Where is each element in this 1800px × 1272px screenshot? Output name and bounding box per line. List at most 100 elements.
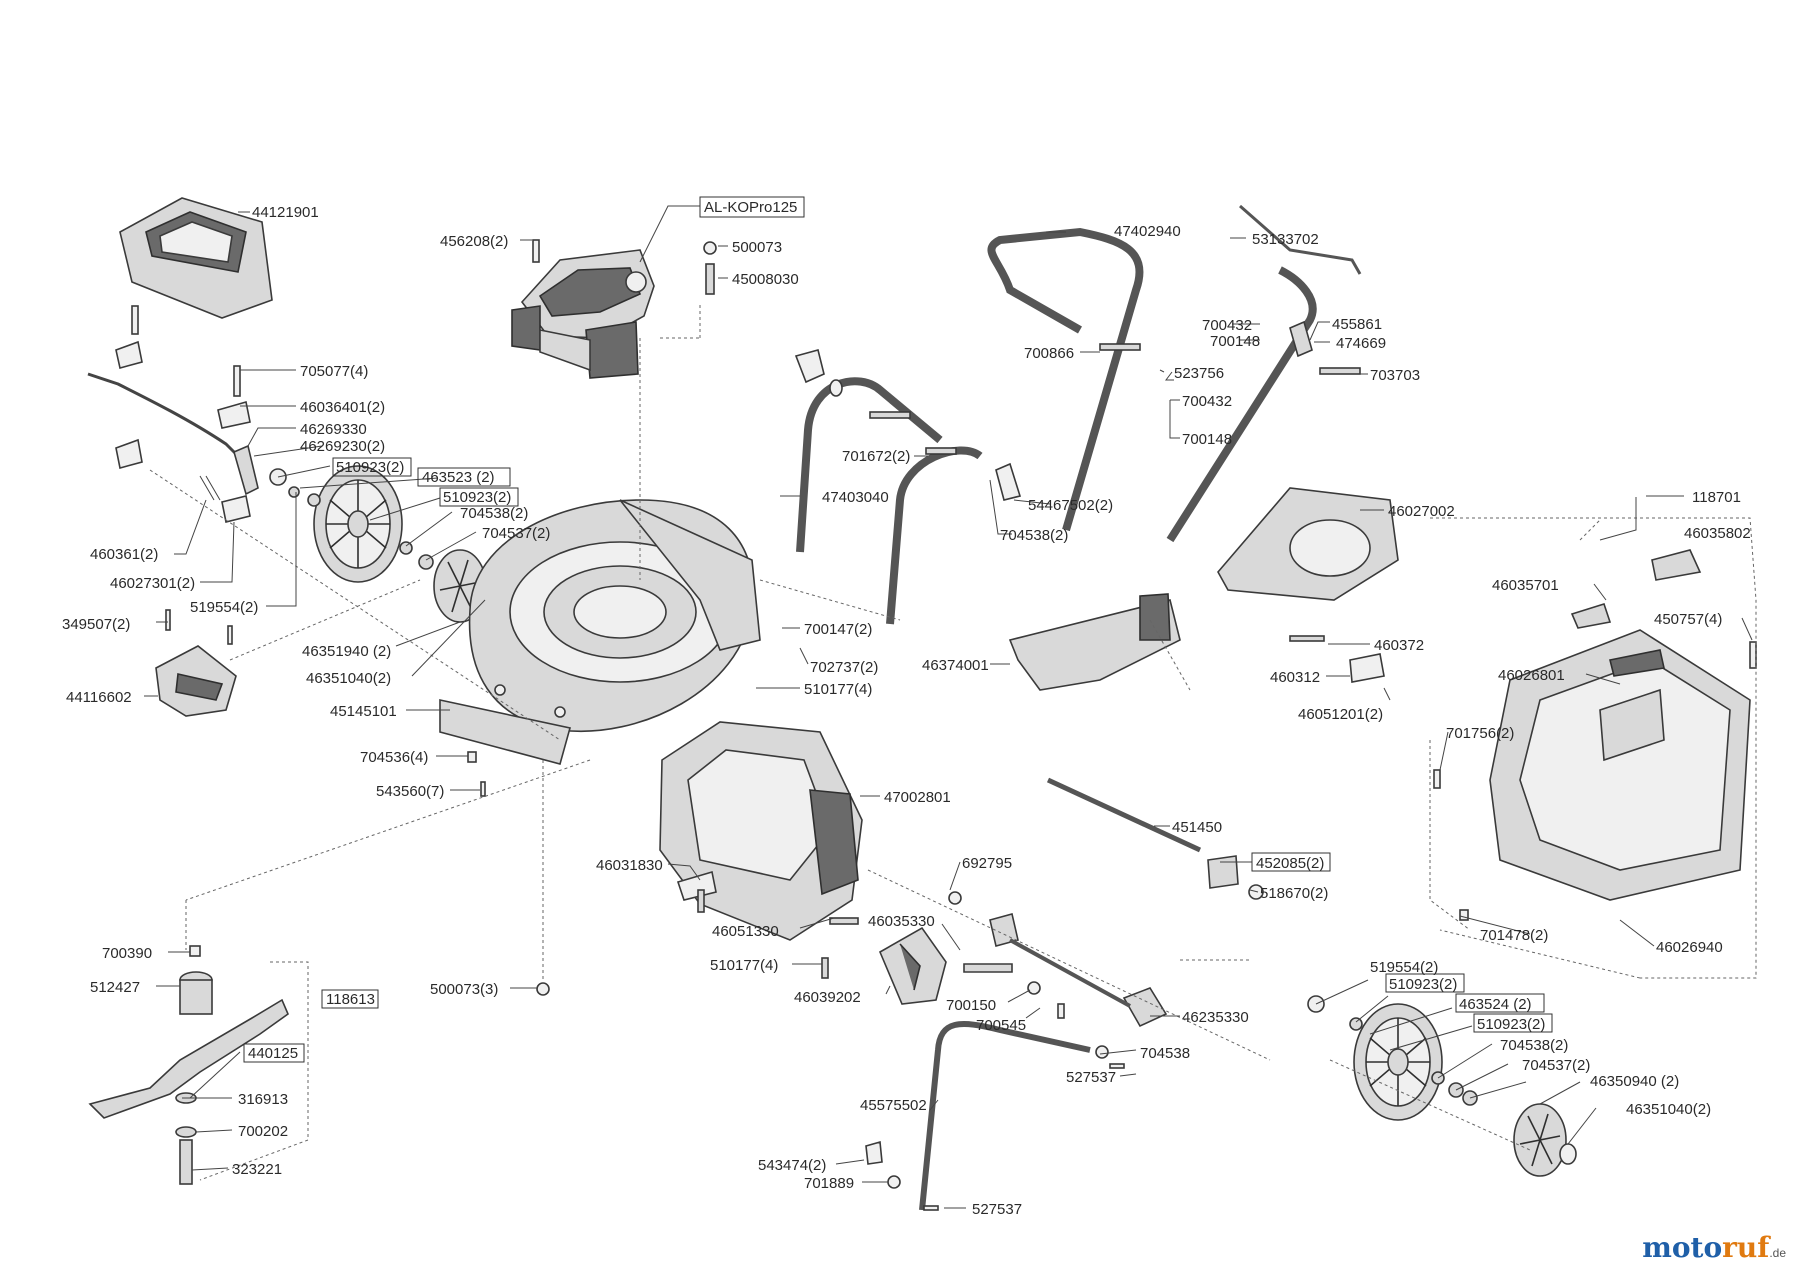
label-700147: 700147(2) [804, 621, 872, 638]
label-510923c: 510923(2) [1389, 976, 1457, 993]
label-118613: 118613 [326, 991, 375, 1008]
control-cable-part [87, 372, 259, 501]
dashed-guides [149, 304, 1757, 1181]
label-701889: 701889 [804, 1175, 854, 1192]
label-47002801: 47002801 [884, 789, 951, 806]
label-46351940a: 46351940 (2) [302, 643, 391, 660]
label-46351040b: 46351040(2) [1626, 1101, 1711, 1118]
label-316913: 316913 [238, 1091, 288, 1108]
label-692795: 692795 [962, 855, 1012, 872]
watermark-main: moto [1642, 1231, 1723, 1264]
label-450757: 450757(4) [1654, 611, 1722, 628]
label-46351040a: 46351040(2) [306, 670, 391, 687]
top-cover-part [119, 197, 273, 319]
label-323221: 323221 [232, 1161, 282, 1178]
leader-lines [144, 205, 1753, 1209]
label-700432b: 700432 [1182, 393, 1232, 410]
label-46269330: 46269330 [300, 421, 367, 438]
label-500073a: 500073 [732, 239, 782, 256]
label-543560: 543560(7) [376, 783, 444, 800]
label-46035701: 46035701 [1492, 577, 1559, 594]
label-510923d: 510923(2) [1477, 1016, 1545, 1033]
stud-nut-part [703, 241, 717, 295]
label-704537a: 704537(2) [482, 525, 550, 542]
label-519554b: 519554(2) [1370, 959, 1438, 976]
label-455861: 455861 [1332, 316, 1382, 333]
label-704538c: 704538 [1140, 1045, 1190, 1062]
label-510177a: 510177(4) [804, 681, 872, 698]
label-46039202: 46039202 [794, 989, 861, 1006]
label-46035802: 46035802 [1684, 525, 1751, 542]
label-349507: 349507(2) [62, 616, 130, 633]
label-700390: 700390 [102, 945, 152, 962]
label-46027301: 46027301(2) [110, 575, 195, 592]
label-700545: 700545 [976, 1017, 1026, 1034]
part-number-labels: 44121901 705077(4) 46036401(2) 46269330 … [62, 199, 1751, 1218]
label-frames [243, 196, 1553, 1063]
label-527537a: 527537 [1066, 1069, 1116, 1086]
engine-part [511, 239, 655, 379]
watermark-suffix: .de [1769, 1246, 1786, 1260]
label-460372: 460372 [1374, 637, 1424, 654]
label-46269230: 46269230(2) [300, 438, 385, 455]
right-rear-wheel-part [1307, 995, 1478, 1121]
label-518670: 518670(2) [1260, 885, 1328, 902]
label-46051201: 46051201(2) [1298, 706, 1383, 723]
label-523756: 523756 [1174, 365, 1224, 382]
label-46031830: 46031830 [596, 857, 663, 874]
label-510923b: 510923(2) [443, 489, 511, 506]
label-47403040: 47403040 [822, 489, 889, 506]
site-watermark-logo: motoruf.de [1642, 1231, 1786, 1264]
label-527537b: 527537 [972, 1201, 1022, 1218]
label-700202: 700202 [238, 1123, 288, 1140]
label-704538b: 704538(2) [1000, 527, 1068, 544]
rear-flap-part [155, 609, 237, 717]
label-54467502: 54467502(2) [1028, 497, 1113, 514]
label-702737: 702737(2) [810, 659, 878, 676]
label-118701: 118701 [1692, 489, 1741, 506]
label-47402940: 47402940 [1114, 223, 1181, 240]
label-700150: 700150 [946, 997, 996, 1014]
label-704536: 704536(4) [360, 749, 428, 766]
axle-part [1046, 777, 1264, 900]
label-510923a: 510923(2) [336, 459, 404, 476]
upper-handle-part [987, 204, 1362, 543]
label-44116602: 44116602 [66, 689, 132, 706]
label-519554a: 519554(2) [190, 599, 258, 616]
label-460361: 460361(2) [90, 546, 158, 563]
label-704538d: 704538(2) [1500, 1037, 1568, 1054]
label-705077: 705077(4) [300, 363, 368, 380]
blade-assembly-part [88, 945, 289, 1185]
label-700432a: 700432 [1202, 317, 1252, 334]
label-44121901: 44121901 [252, 204, 319, 221]
cable-clip-parts [115, 305, 251, 523]
label-440125: 440125 [248, 1045, 298, 1062]
label-45575502: 45575502 [860, 1097, 927, 1114]
label-46027002: 46027002 [1388, 503, 1455, 520]
label-500073b: 500073(3) [430, 981, 498, 998]
label-456208: 456208(2) [440, 233, 508, 250]
label-46036401: 46036401(2) [300, 399, 385, 416]
left-rear-wheel-part [269, 465, 434, 583]
label-451450: 451450 [1172, 819, 1222, 836]
lower-handle-part [794, 349, 1022, 625]
label-46235330: 46235330 [1182, 1009, 1249, 1026]
label-460312: 460312 [1270, 669, 1320, 686]
watermark-accent: ruf [1722, 1231, 1770, 1264]
label-700866: 700866 [1024, 345, 1074, 362]
label-46374001: 46374001 [922, 657, 989, 674]
mulch-plug-part [1008, 593, 1181, 691]
label-46350940: 46350940 (2) [1590, 1073, 1679, 1090]
mower-deck-part [439, 499, 761, 797]
label-452085: 452085(2) [1256, 855, 1324, 872]
label-543474: 543474(2) [758, 1157, 826, 1174]
label-46051330: 46051330 [712, 923, 779, 940]
grass-chute-part [659, 721, 863, 979]
label-700148b: 700148 [1182, 431, 1232, 448]
label-463523: 463523 (2) [422, 469, 495, 486]
label-46035330: 46035330 [868, 913, 935, 930]
rear-guard-part [1217, 487, 1399, 683]
label-45145101: 45145101 [330, 703, 397, 720]
label-46026940: 46026940 [1656, 939, 1723, 956]
label-700148a: 700148 [1210, 333, 1260, 350]
